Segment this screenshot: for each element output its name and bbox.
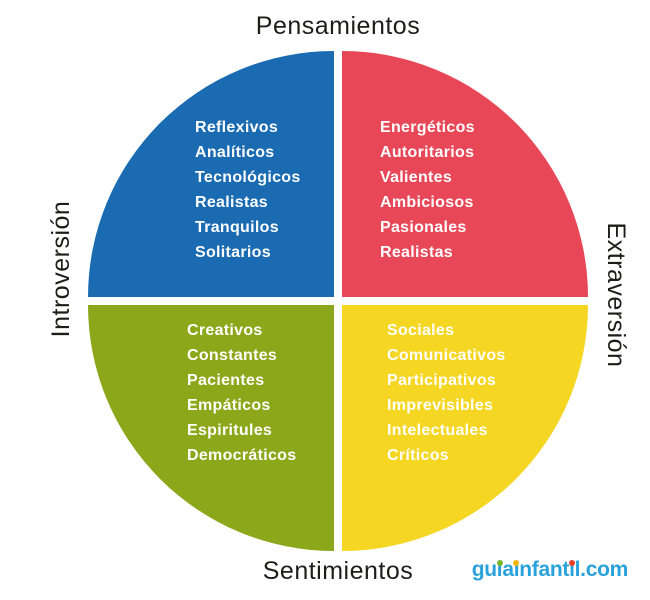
trait-item: Tranquilos (195, 219, 279, 236)
trait-item: Imprevisibles (387, 397, 494, 414)
trait-item: Democráticos (187, 447, 297, 464)
trait-item: Tecnológicos (195, 169, 301, 186)
logo-text-segment: i (569, 558, 575, 581)
trait-list: Creativos Constantes Pacientes Empáticos… (187, 318, 296, 468)
trait-item: Solitarios (195, 244, 271, 261)
logo-letter-i: i (513, 558, 520, 582)
trait-item: Participativos (387, 372, 497, 389)
axis-label-extraversion: Extraversión (602, 222, 630, 368)
trait-item: Críticos (387, 447, 449, 464)
trait-list: Energéticos Autoritarios Valientes Ambic… (380, 115, 475, 265)
axis-label-introversion: Introversión (47, 200, 75, 338)
trait-list: Reflexivos Analíticos Tecnológicos Reali… (195, 115, 301, 265)
trait-item: Constantes (187, 347, 278, 364)
trait-item: Comunicativos (387, 347, 506, 364)
quadrant-bottom-left-green: Creativos Constantes Pacientes Empáticos… (88, 305, 334, 551)
trait-item: Sociales (387, 322, 455, 339)
trait-item: Creativos (187, 322, 263, 339)
logo-text-segment: i (496, 558, 503, 581)
logo-text-segment: a (502, 558, 514, 581)
trait-item: Energéticos (380, 119, 475, 136)
quadrant-bottom-right-yellow: Sociales Comunicativos Participativos Im… (342, 305, 588, 551)
logo-text-segment: nfant (519, 558, 570, 581)
trait-item: Realistas (195, 194, 268, 211)
logo-i-dot-yellow (513, 560, 520, 566)
quadrant-top-right-red: Energéticos Autoritarios Valientes Ambic… (342, 51, 588, 297)
trait-item: Espiritules (187, 422, 273, 439)
trait-item: Empáticos (187, 397, 271, 414)
logo-text-segment: i (513, 558, 520, 581)
logo-text-segment: gu (471, 558, 497, 581)
trait-item: Pasionales (380, 219, 467, 236)
axis-label-pensamientos: Pensamientos (255, 12, 421, 40)
trait-item: Analíticos (195, 144, 275, 161)
trait-item: Ambiciosos (380, 194, 474, 211)
logo-i-dot-red (568, 560, 575, 566)
logo-i-dot-green (496, 560, 503, 566)
trait-item: Autoritarios (380, 144, 475, 161)
trait-list: Sociales Comunicativos Participativos Im… (387, 318, 506, 468)
axis-label-sentimientos: Sentimientos (262, 557, 414, 585)
trait-item: Pacientes (187, 372, 265, 389)
trait-item: Intelectuales (387, 422, 488, 439)
logo-letter-i: i (496, 558, 503, 582)
personality-wheel: Reflexivos Analíticos Tecnológicos Reali… (88, 51, 588, 551)
trait-item: Reflexivos (195, 119, 279, 136)
logo-text-segment: l.com (574, 558, 629, 581)
logo-letter-i: i (568, 558, 575, 582)
trait-item: Valientes (380, 169, 453, 186)
trait-item: Realistas (380, 244, 453, 261)
quadrant-top-left-blue: Reflexivos Analíticos Tecnológicos Reali… (88, 51, 334, 297)
